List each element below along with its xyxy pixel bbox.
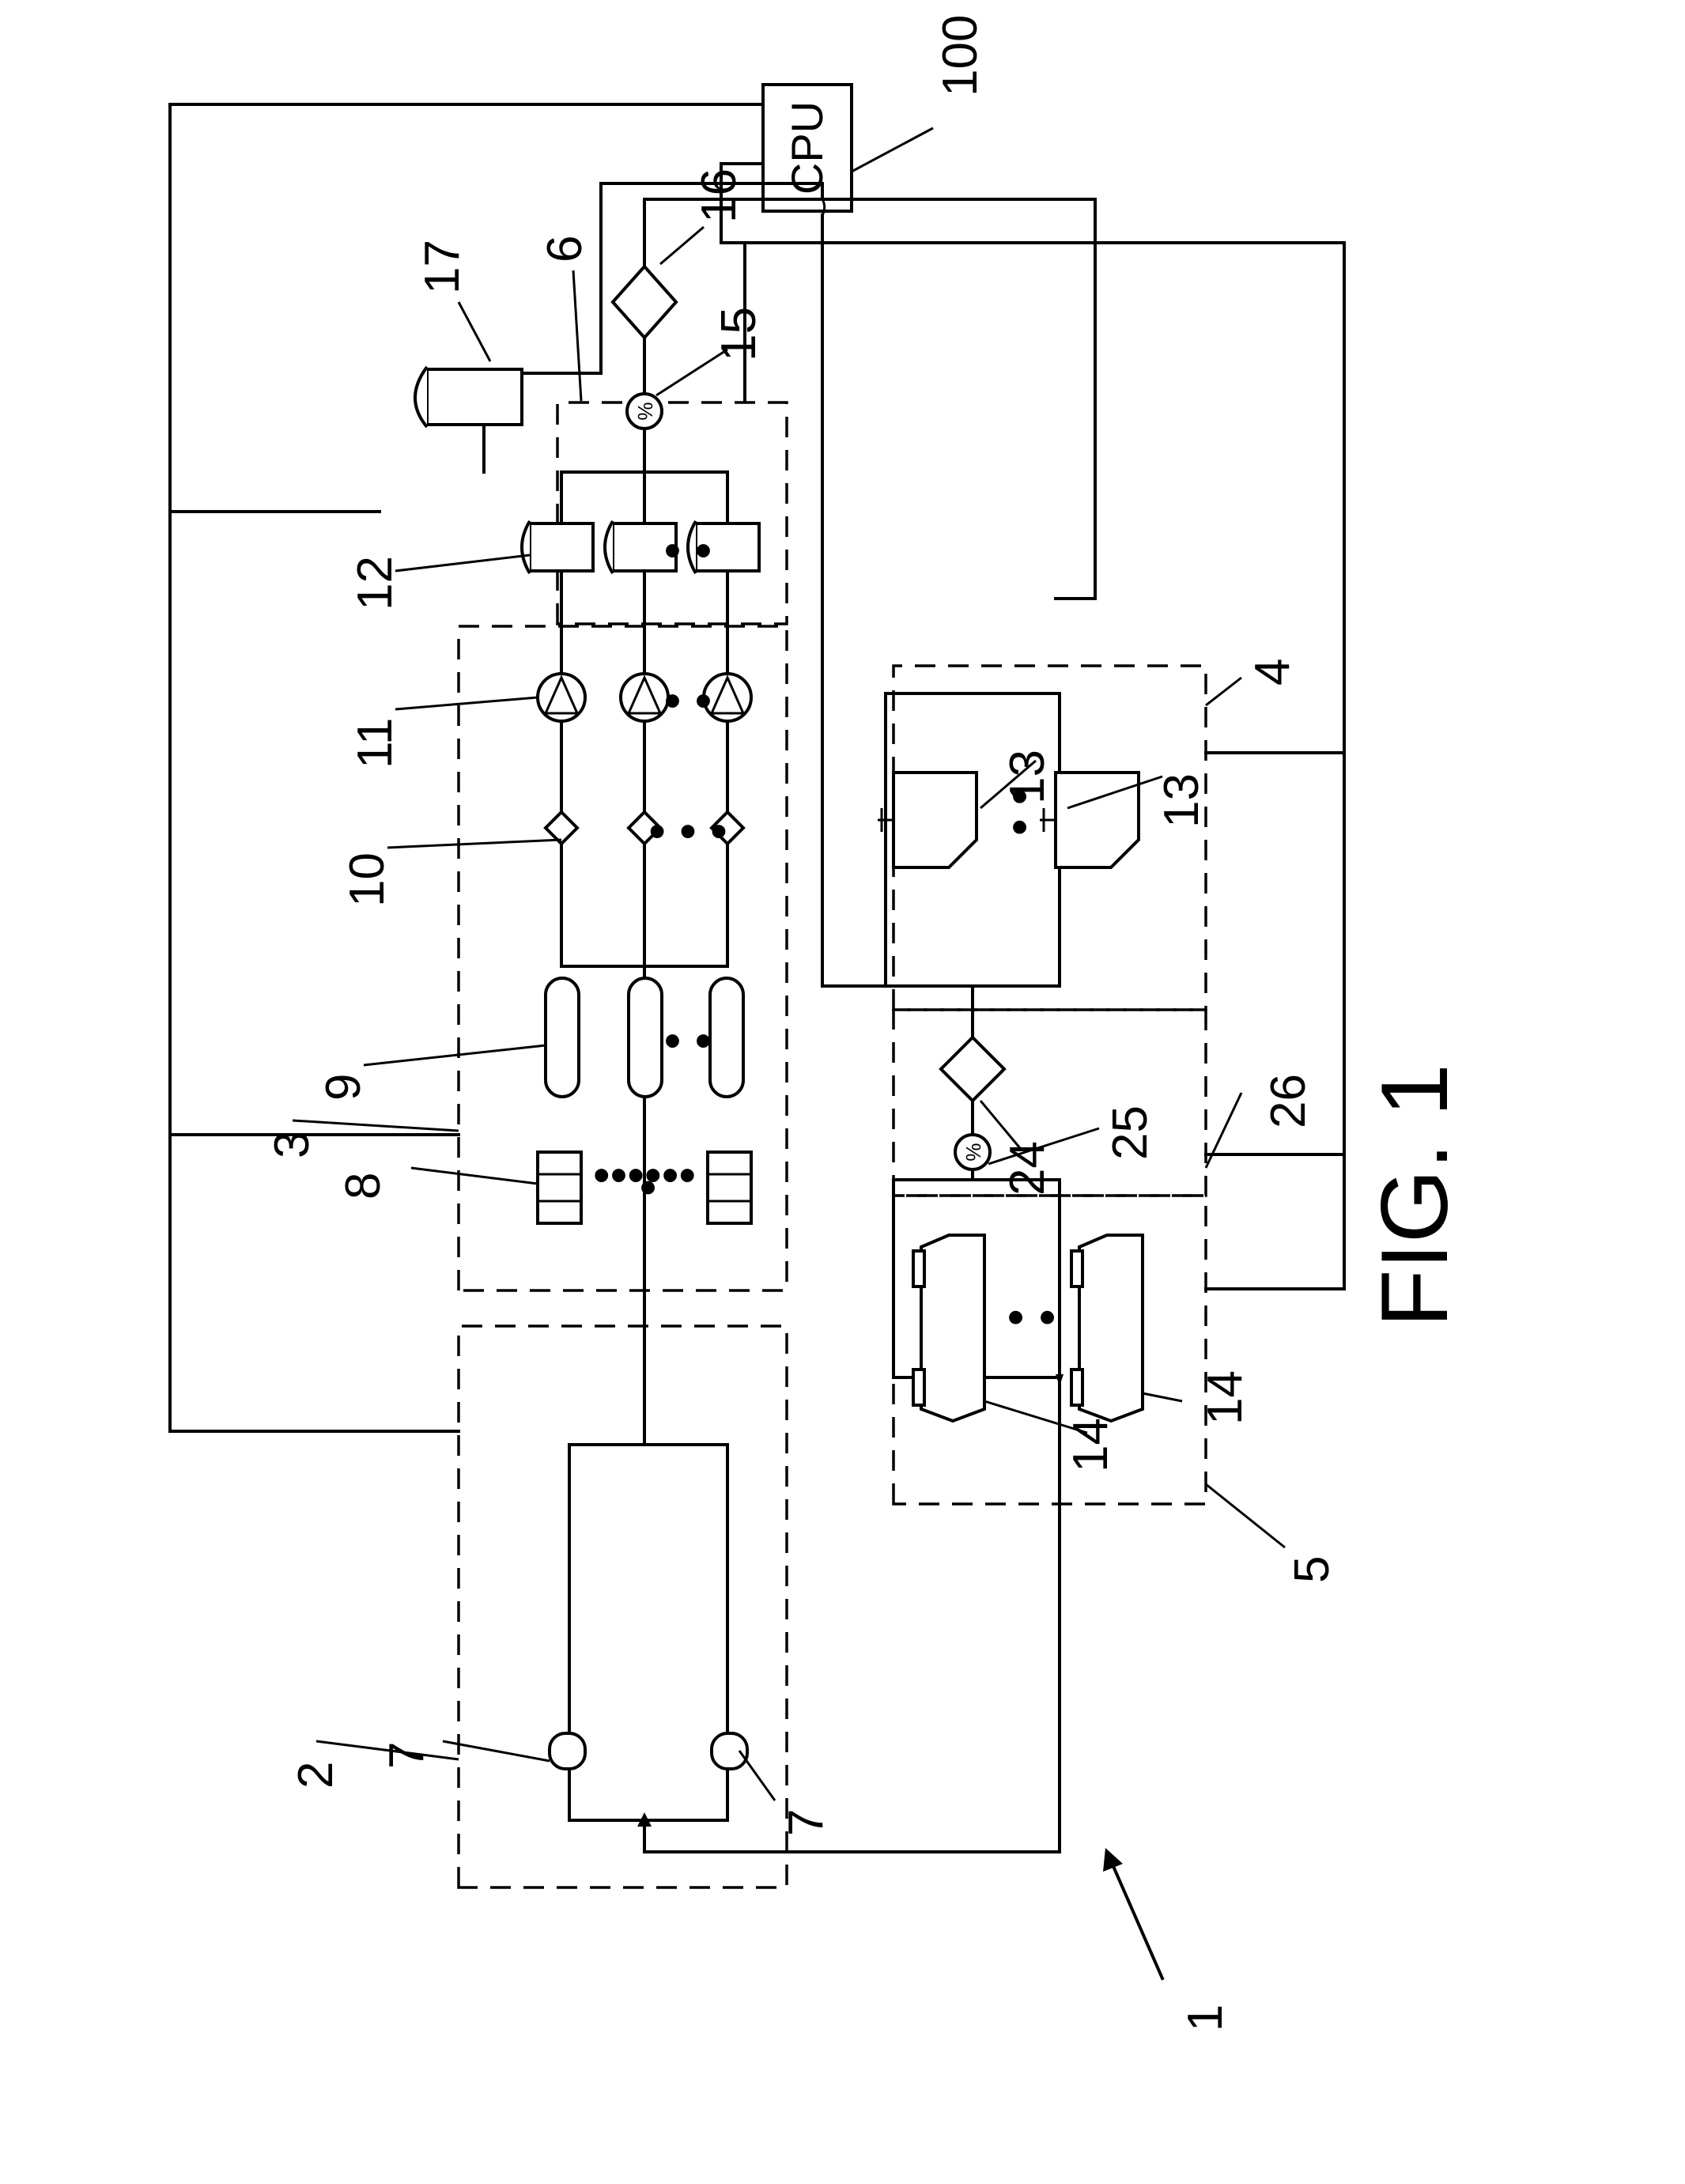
leader-17 — [459, 302, 490, 361]
ref-16: 16 — [692, 168, 746, 223]
pump-11-top — [538, 674, 585, 721]
svg-text:%: % — [962, 1143, 985, 1161]
leader-11 — [395, 697, 538, 709]
vessel-9-mid — [629, 978, 662, 1097]
leader-5 — [1206, 1484, 1285, 1547]
unit-17 — [415, 367, 522, 427]
system-ref-1: 1 — [1178, 2005, 1233, 2031]
cpu-box: CPU — [763, 85, 852, 211]
ref-24: 24 — [1000, 1141, 1055, 1196]
leader-26 — [1206, 1093, 1241, 1168]
unit-14a — [913, 1235, 984, 1421]
leader-6 — [573, 270, 581, 401]
line-bypass — [822, 183, 886, 986]
ref-6: 6 — [538, 236, 592, 263]
unit-8-top — [538, 1152, 581, 1223]
unit-14b — [1071, 1235, 1143, 1421]
ref-14b: 14 — [1198, 1370, 1252, 1425]
ref-7a: 7 — [380, 1742, 434, 1769]
valve-24 — [941, 1037, 1004, 1101]
ref-9: 9 — [316, 1074, 371, 1101]
ref-26: 26 — [1261, 1074, 1316, 1128]
ellipsis-12: • • — [664, 523, 712, 578]
meter-15: % — [627, 394, 662, 429]
leader-16 — [660, 227, 704, 264]
ellipsis-11: • • — [664, 674, 712, 728]
ref-3: 3 — [265, 1132, 319, 1158]
leader-10 — [387, 840, 561, 848]
ref-25: 25 — [1103, 1105, 1158, 1160]
unit-8-bot — [708, 1152, 751, 1223]
ref-17: 17 — [415, 240, 470, 294]
ref-14a: 14 — [1064, 1418, 1118, 1472]
ref-10: 10 — [340, 852, 395, 907]
unit-12-top — [522, 521, 593, 573]
ref-12: 12 — [348, 556, 402, 610]
ellipsis-9: • • — [664, 1014, 712, 1068]
leader-12 — [395, 555, 530, 571]
vessel-9-bot — [710, 978, 743, 1097]
return-line — [644, 1377, 1060, 1852]
leader-9 — [364, 1045, 546, 1065]
ref-13b: 13 — [1154, 773, 1209, 828]
line-17-return — [522, 183, 822, 397]
control-bus-right — [721, 164, 1344, 1289]
system-arrow — [1107, 1852, 1162, 1978]
cpu-label: CPU — [782, 101, 832, 195]
tank-7a — [550, 1733, 585, 1769]
leader-100 — [852, 128, 933, 172]
leader-8 — [411, 1168, 538, 1184]
leader-3 — [293, 1120, 459, 1131]
valve-16 — [613, 266, 676, 338]
meter-25: % — [955, 1135, 990, 1169]
pump-11-mid — [621, 674, 668, 721]
ref-4: 4 — [1245, 659, 1300, 686]
ref-2: 2 — [289, 1762, 343, 1789]
ref-7b: 7 — [779, 1809, 833, 1836]
filter-10-top — [546, 812, 577, 844]
ref-100: 100 — [933, 15, 988, 96]
svg-text:•: • — [1020, 1309, 1075, 1326]
svg-text:••••••: •••••• — [593, 1148, 696, 1203]
figure-title: FIG. 1 — [1362, 1064, 1468, 1327]
svg-text:%: % — [633, 402, 657, 420]
tank-7b — [712, 1733, 747, 1769]
ellipsis-10: • • • — [648, 804, 727, 859]
ref-8: 8 — [336, 1173, 391, 1200]
vessel-9-top — [546, 978, 579, 1097]
unit-13a — [878, 773, 977, 867]
module-2-box — [459, 1326, 787, 1887]
ref-5: 5 — [1285, 1556, 1339, 1583]
module-6-box — [557, 402, 787, 624]
leader-7b — [739, 1751, 775, 1800]
ref-15: 15 — [712, 307, 766, 361]
leader-4 — [1206, 678, 1241, 705]
ellipsis-13: • • — [992, 788, 1047, 836]
ref-11: 11 — [348, 718, 402, 769]
